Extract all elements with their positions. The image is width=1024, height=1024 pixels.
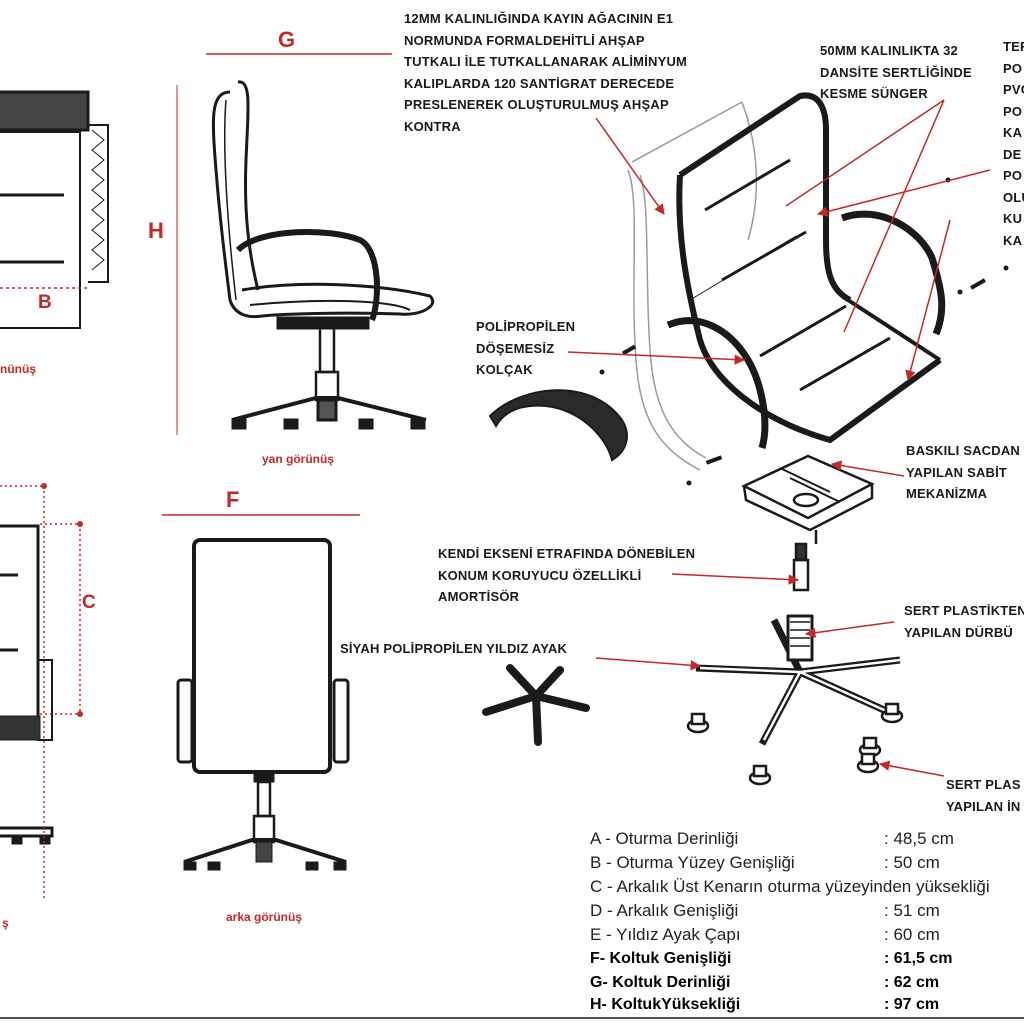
dimension-f-label: F (226, 487, 240, 512)
armrest-callout: POLİPROPİLEN DÖŞEMESİZ KOLÇAK (476, 319, 576, 377)
plywood-callout: 12MM KALINLIĞINDA KAYIN AĞACININ E1 NORM… (404, 11, 688, 134)
polypropylene-armrest-part (488, 389, 628, 462)
exploded-armrests (666, 210, 946, 449)
spec-value-e: : 60 cm (884, 925, 940, 944)
glide-feet (686, 702, 904, 786)
top-view-partial (0, 90, 109, 329)
dimension-c-label: C (82, 592, 96, 613)
gas-lift-part (792, 542, 810, 592)
spec-value-g: : 62 cm (884, 974, 940, 991)
side-view-label: yan görünüş (262, 452, 335, 466)
exploded-seat-shell (676, 92, 942, 444)
callout-leaders (567, 99, 991, 777)
star-base-inner (699, 658, 901, 741)
foam-callout: 50MM KALINLIKTA 32 DANSİTE SERTLİĞİNDE K… (820, 43, 972, 101)
star-base-exploded (695, 614, 901, 746)
spec-label-d: D - Arkalık Genişliği (590, 901, 739, 920)
screws (599, 177, 1009, 486)
front-view-label: ş (2, 916, 9, 930)
spec-label-h: H- KoltukYüksekliği (590, 996, 741, 1013)
spec-label-b: B - Oturma Yüzey Genişliği (590, 853, 795, 872)
spec-label-g: G- Koltuk Derinliği (590, 974, 731, 991)
back-view-chair (176, 538, 350, 871)
spec-value-b: : 50 cm (884, 853, 940, 872)
mechanism-callout: BASKILI SACDAN YAPILAN SABİT MEKANİZMA (906, 443, 1021, 501)
spec-label-c: C - Arkalık Üst Kenarın oturma yüzeyinde… (590, 877, 990, 896)
front-view-partial (0, 483, 83, 900)
upholstery-callout: TEF PO PVC PO KA DE PO OLU KU KA (1003, 39, 1024, 248)
gaslift-callout: KENDİ EKSENİ ETRAFINDA DÖNEBİLEN KONUM K… (438, 546, 696, 604)
back-view-label: arka görünüş (226, 910, 303, 924)
spec-value-h: : 97 cm (884, 996, 940, 1013)
mechanism-plate (741, 454, 875, 544)
dimension-g-label: G (278, 27, 296, 52)
spec-value-d: : 51 cm (884, 901, 940, 920)
spec-value-a: : 48,5 cm (884, 829, 954, 848)
dimension-b-label: B (38, 292, 52, 313)
caster-callout: SERT PLAS YAPILAN İN (946, 777, 1021, 814)
side-view-chair (211, 80, 434, 430)
black-star-base (482, 664, 590, 746)
dimension-h-label: H (148, 218, 164, 243)
spec-label-e: E - Yıldız Ayak Çapı (590, 925, 741, 944)
plywood-back-panel (627, 101, 758, 471)
spec-value-f: : 61,5 cm (884, 950, 953, 967)
star-base-callout: SİYAH POLİPROPİLEN YILDIZ AYAK (340, 641, 568, 656)
spec-label-f: F- Koltuk Genişliği (590, 950, 732, 967)
spec-label-a: A - Oturma Derinliği (590, 829, 739, 848)
top-view-label: nünüş (0, 362, 36, 376)
bushing-callout: SERT PLASTİKTEN YAPILAN DÜRBÜ (904, 603, 1024, 640)
